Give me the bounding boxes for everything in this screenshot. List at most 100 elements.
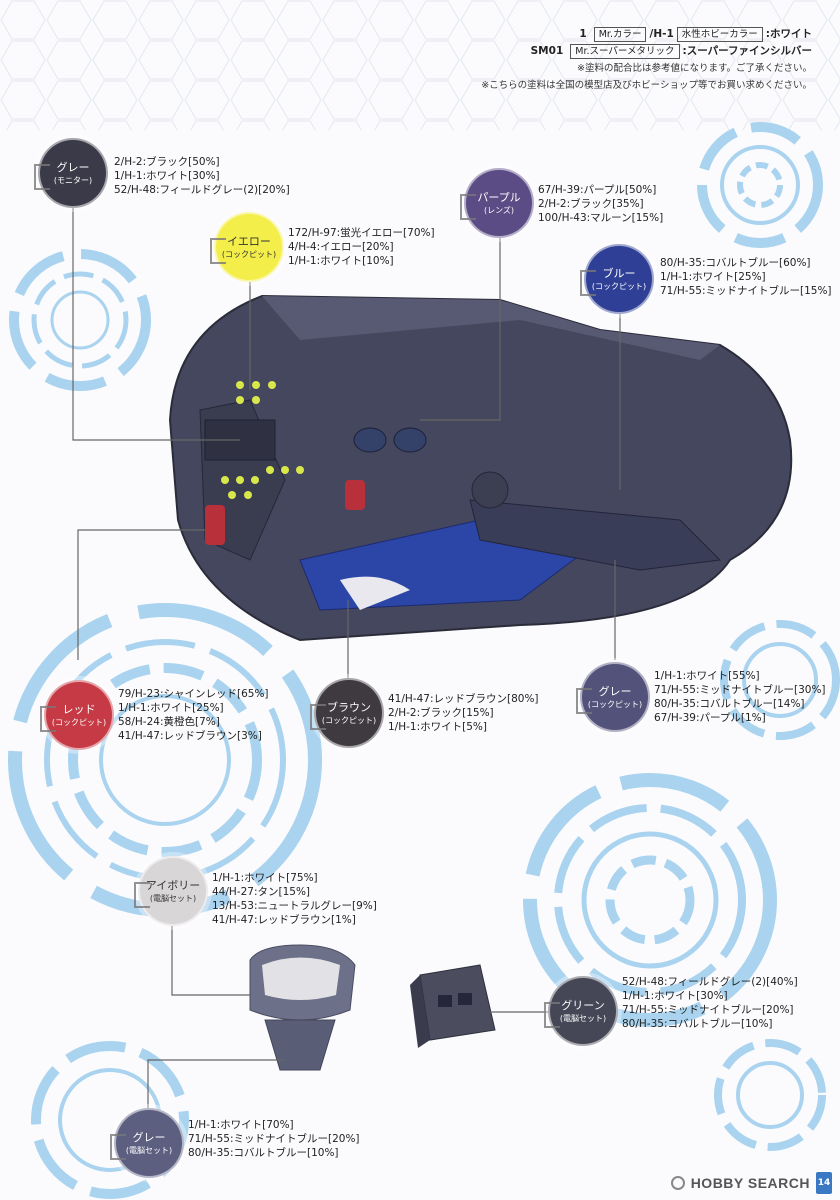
- mix-line: 1/H-1:ホワイト[70%]: [188, 1119, 294, 1131]
- mix-line: 1/H-1:ホワイト[30%]: [114, 170, 220, 182]
- mix-line: 1/H-1:ホワイト[10%]: [288, 255, 394, 267]
- legend-code: /H-1: [649, 28, 674, 40]
- footer: HOBBY SEARCH 14: [670, 1172, 832, 1194]
- mix-line: 67/H-39:パープル[1%]: [654, 712, 766, 724]
- mix-line: 4/H-4:イエロー[20%]: [288, 241, 394, 253]
- mix-line: 80/H-35:コバルトブルー[14%]: [654, 698, 805, 710]
- legend-paint-name: :ホワイト: [765, 28, 812, 40]
- mix-gray-monitor: 2/H-2:ブラック[50%] 1/H-1:ホワイト[30%] 52/H-48:…: [114, 155, 290, 197]
- badge-name: ブラウン: [327, 700, 371, 714]
- mix-line: 71/H-55:ミッドナイトブルー[20%]: [622, 1004, 794, 1016]
- leader-lines: [72, 205, 621, 1108]
- badge-brown-cockpit: ブラウン (コックピット): [310, 678, 384, 748]
- badge-name: イエロー: [227, 234, 271, 248]
- pc-part-ivory: [249, 944, 356, 1071]
- badge-yellow-cockpit: イエロー (コックピット): [210, 212, 284, 282]
- mix-line: 79/H-23:シャインレッド[65%]: [118, 688, 269, 700]
- mix-line: 44/H-27:タン[15%]: [212, 886, 311, 898]
- mix-line: 100/H-43:マルーン[15%]: [538, 212, 664, 224]
- legend-brand-mr-color: Mr.カラー: [593, 27, 647, 42]
- mix-purple-lens: 67/H-39:パープル[50%] 2/H-2:ブラック[35%] 100/H-…: [538, 183, 663, 225]
- mix-line: 80/H-35:コバルトブルー[60%]: [660, 257, 811, 269]
- mix-line: 71/H-55:ミッドナイトブルー[20%]: [188, 1133, 360, 1145]
- badge-sub: (電脳セット): [559, 1013, 607, 1023]
- cockpit-yellow-lights: [221, 381, 304, 499]
- mix-green-pc: 52/H-48:フィールドグレー(2)[40%] 1/H-1:ホワイト[30%]…: [622, 975, 798, 1031]
- legend-brand-metallic: Mr.スーパーメタリック: [570, 44, 680, 59]
- badge-red-cockpit: レッド (コックピット): [40, 680, 114, 750]
- mix-red-cockpit: 79/H-23:シャインレッド[65%] 1/H-1:ホワイト[25%] 58/…: [118, 687, 269, 743]
- mix-line: 52/H-48:フィールドグレー(2)[40%]: [622, 976, 798, 988]
- mix-line: 71/H-55:ミッドナイトブルー[15%]: [660, 285, 832, 297]
- badge-sub: (レンズ): [483, 205, 515, 215]
- badge-purple-lens: パープル (レンズ): [460, 168, 534, 238]
- badge-sub: (コックピット): [221, 249, 277, 259]
- badge-sub: (コックピット): [51, 717, 107, 727]
- cockpit-lenses: [353, 427, 427, 453]
- page-number: 14: [816, 1172, 832, 1194]
- mix-line: 1/H-1:ホワイト[55%]: [654, 670, 760, 682]
- mix-line: 58/H-24:黄橙色[7%]: [118, 716, 220, 728]
- mix-gray-pc: 1/H-1:ホワイト[70%] 71/H-55:ミッドナイトブルー[20%] 8…: [188, 1118, 360, 1160]
- badge-name: レッド: [62, 702, 96, 716]
- badge-name: ブルー: [602, 266, 636, 280]
- mix-line: 1/H-1:ホワイト[30%]: [622, 990, 728, 1002]
- pc-part-green: [410, 964, 496, 1048]
- badge-name: グレー: [56, 160, 90, 174]
- badge-gray-monitor: グレー (モニター): [34, 138, 108, 208]
- legend-note-2: ※こちらの塗料は全国の模型店及びホビーショップ等でお買い求めください。: [481, 80, 812, 91]
- badge-sub: (コックピット): [587, 699, 643, 709]
- ring-left-top: [9, 249, 151, 391]
- badge-ivory-pc: アイボリー (電脳セット): [134, 856, 208, 926]
- mix-brown-cockpit: 41/H-47:レッドブラウン[80%] 2/H-2:ブラック[15%] 1/H…: [388, 692, 539, 734]
- mix-line: 2/H-2:ブラック[35%]: [538, 198, 644, 210]
- badge-sub: (モニター): [53, 175, 93, 185]
- badge-name: パープル: [477, 190, 521, 204]
- badge-green-pc: グリーン (電脳セット): [544, 976, 618, 1046]
- cockpit-model: [168, 294, 793, 642]
- badge-sub: (コックピット): [591, 281, 647, 291]
- mix-gray-cockpit: 1/H-1:ホワイト[55%] 71/H-55:ミッドナイトブルー[30%] 8…: [654, 669, 826, 725]
- mix-line: 52/H-48:フィールドグレー(2)[20%]: [114, 184, 290, 196]
- badge-sub: (電脳セット): [125, 1145, 173, 1155]
- legend-number: 1: [579, 28, 587, 40]
- legend-number-2: SM01: [530, 45, 564, 57]
- hex-pattern: [0, 0, 840, 130]
- badge-name: アイボリー: [145, 878, 201, 892]
- badge-name: グレー: [598, 684, 632, 698]
- mix-line: 80/H-35:コバルトブルー[10%]: [622, 1018, 773, 1030]
- badge-sub: (電脳セット): [149, 893, 197, 903]
- mix-line: 2/H-2:ブラック[15%]: [388, 707, 494, 719]
- badge-sub: (コックピット): [321, 715, 377, 725]
- hobby-search-logo-icon: [670, 1176, 685, 1190]
- mix-line: 41/H-47:レッドブラウン[3%]: [118, 730, 262, 742]
- mix-yellow-cockpit: 172/H-97:蛍光イエロー[70%] 4/H-4:イエロー[20%] 1/H…: [288, 226, 435, 268]
- mix-line: 1/H-1:ホワイト[25%]: [660, 271, 766, 283]
- mix-line: 41/H-47:レッドブラウン[1%]: [212, 914, 356, 926]
- badge-blue-cockpit: ブルー (コックピット): [580, 244, 654, 314]
- mix-line: 1/H-1:ホワイト[5%]: [388, 721, 487, 733]
- mix-line: 41/H-47:レッドブラウン[80%]: [388, 693, 539, 705]
- badge-name: グレー: [132, 1130, 166, 1144]
- mix-line: 67/H-39:パープル[50%]: [538, 184, 657, 196]
- mix-line: 80/H-35:コバルトブルー[10%]: [188, 1147, 339, 1159]
- ring-right-top: [697, 122, 823, 248]
- mix-line: 13/H-53:ニュートラルグレー[9%]: [212, 900, 377, 912]
- mix-line: 71/H-55:ミッドナイトブルー[30%]: [654, 684, 826, 696]
- badge-gray-cockpit: グレー (コックピット): [576, 662, 650, 732]
- mix-line: 172/H-97:蛍光イエロー[70%]: [288, 227, 435, 239]
- mix-line: 1/H-1:ホワイト[75%]: [212, 872, 318, 884]
- cockpit-red-stick: [205, 505, 225, 545]
- mix-line: 1/H-1:ホワイト[25%]: [118, 702, 224, 714]
- mix-line: 2/H-2:ブラック[50%]: [114, 156, 220, 168]
- mix-blue-cockpit: 80/H-35:コバルトブルー[60%] 1/H-1:ホワイト[25%] 71/…: [660, 256, 832, 298]
- legend-note-1: ※塗料の配合比は参考値になります。ご了承ください。: [576, 63, 812, 74]
- badge-name: グリーン: [561, 998, 605, 1012]
- footer-logo-text: HOBBY SEARCH: [690, 1175, 810, 1191]
- ring-right-large: [523, 773, 777, 1027]
- ring-right-mid: [720, 620, 840, 740]
